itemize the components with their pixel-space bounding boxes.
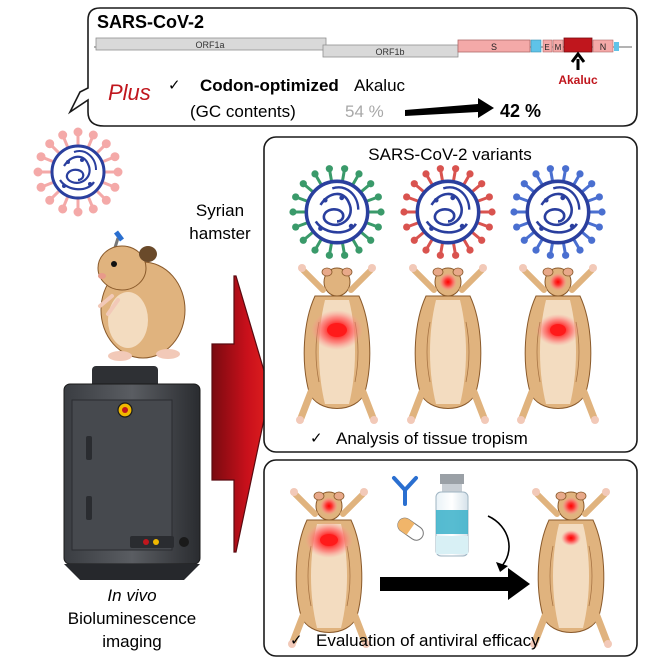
gene-m [552, 39, 564, 53]
treatment-curve-arrowhead [496, 562, 508, 572]
syrian-hamster-illustration [97, 230, 186, 361]
vaccine-vial-icon [435, 474, 469, 557]
antibody-icon [392, 476, 418, 506]
gene-s [457, 39, 531, 53]
ivis-imaging-system [63, 366, 201, 580]
gene-orf3 [530, 39, 542, 53]
imaging-line1: In vivo [107, 586, 156, 605]
gene-orf1a [95, 37, 327, 51]
gene-n-label: N [600, 42, 607, 52]
codon-optimized-label: Codon-optimized [200, 76, 339, 95]
gc-before-value: 54 % [345, 102, 384, 121]
gene-e-label: E [544, 43, 549, 52]
gene-n [592, 39, 614, 53]
animal-line1: Syrian [196, 201, 244, 220]
pipette-tip-icon [114, 230, 124, 242]
antiviral-caption: Evaluation of antiviral efficacy [316, 631, 540, 650]
signal-nose-3 [549, 273, 567, 291]
akaluc-arrow [570, 51, 586, 70]
gene-s-label: S [491, 42, 497, 52]
genome-panel-border [67, 7, 638, 127]
genome-title: SARS-CoV-2 [97, 12, 204, 32]
signal-nose-after [562, 497, 580, 515]
treatment-curve-arrow [487, 515, 510, 569]
left-virus-icon [33, 127, 123, 217]
gc-arrow [405, 98, 494, 118]
pill-icon [397, 517, 424, 541]
signal-lung-after [561, 530, 581, 546]
imaging-line2: Bioluminescence [68, 609, 197, 628]
animal-line2: hamster [189, 224, 251, 243]
tropism-caption: Analysis of tissue tropism [336, 429, 528, 448]
gene-orf10 [614, 42, 619, 51]
gene-orf1a-label: ORF1a [195, 40, 224, 50]
gene-akaluc [563, 37, 593, 53]
variant-virus-1 [289, 165, 385, 259]
akaluc-label: Akaluc [558, 73, 598, 87]
gc-after-value: 42 % [500, 101, 541, 121]
gene-m-label: M [555, 43, 562, 52]
tropism-check: ✓ [310, 430, 323, 447]
variant-virus-2 [400, 165, 496, 259]
gc-contents-label: (GC contents) [190, 102, 296, 121]
variant-virus-3 [510, 165, 606, 259]
variants-title: SARS-CoV-2 variants [368, 145, 531, 164]
gene-e [542, 39, 553, 53]
codon-check: ✓ [168, 77, 181, 94]
signal-nose-2 [439, 273, 457, 291]
genome-panel: SARS-CoV-2 ORF1a ORF1b S E M N Akaluc Pl… [67, 7, 638, 127]
efficacy-arrow [380, 568, 530, 600]
plus-label: Plus [108, 80, 151, 105]
antiviral-panel: ✓ Evaluation of antiviral efficacy [263, 459, 638, 657]
imaging-line3: imaging [102, 632, 162, 651]
signal-nose-before [320, 497, 338, 515]
codon-akaluc-label: Akaluc [354, 76, 406, 95]
variants-panel: SARS-CoV-2 variants ✓ Analysis of tissue… [263, 136, 638, 453]
flow-arrow [211, 275, 271, 553]
gene-orf1b-label: ORF1b [375, 47, 404, 57]
antiviral-check: ✓ [290, 632, 303, 649]
